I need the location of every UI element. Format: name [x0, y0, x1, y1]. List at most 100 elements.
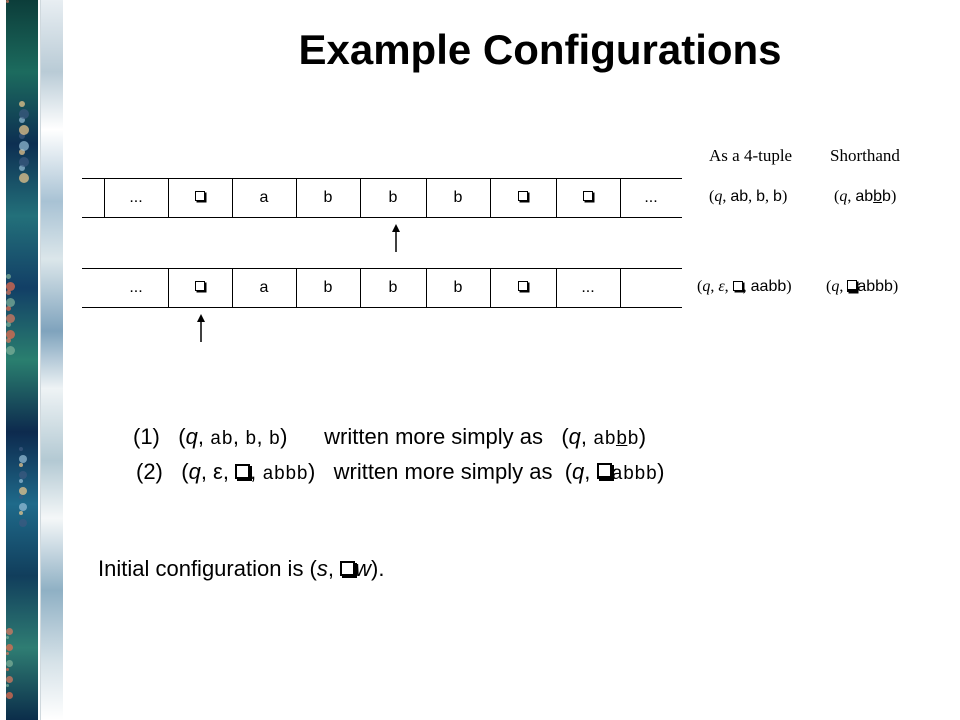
decorative-dot	[6, 668, 9, 671]
decorative-dot	[6, 298, 15, 307]
blank-symbol-icon	[518, 191, 528, 202]
row1-shorthand: (q, abbb)	[834, 188, 897, 205]
tape-bottom-border	[82, 217, 682, 218]
decorative-dot	[19, 109, 29, 119]
decorative-dot	[6, 314, 15, 323]
decorative-dot	[19, 133, 25, 139]
decorative-dot	[6, 644, 13, 651]
table-header-shorthand: Shorthand	[830, 146, 900, 165]
decorative-dot	[19, 519, 27, 527]
head-arrow-2	[197, 314, 205, 342]
tape-cell-divider	[620, 178, 621, 218]
tape-cell-divider	[232, 178, 233, 218]
blank-symbol-icon	[340, 560, 356, 576]
decorative-dot	[19, 141, 29, 151]
decorative-dot	[6, 290, 11, 295]
tape-cell-divider	[232, 268, 233, 308]
decorative-dot	[19, 157, 29, 167]
decorative-dot	[6, 636, 9, 639]
tape-cell-divider	[490, 178, 491, 218]
decorative-dot	[19, 479, 23, 483]
decorative-left-strip	[6, 0, 38, 720]
tape-top-border	[82, 268, 682, 269]
row1-tuple: (q, ab, b, b)	[709, 188, 788, 205]
tape-cell	[556, 178, 620, 218]
config-line-1: (1) (q, ab, b, b) written more simply as…	[133, 424, 647, 450]
decorative-dot	[19, 487, 27, 495]
table-header-tuple: As a 4-tuple	[709, 146, 793, 165]
decorative-dot	[19, 117, 25, 123]
decorative-dot	[19, 495, 23, 499]
slide-title: Example Configurations	[298, 26, 782, 73]
initial-configuration: Initial configuration is (s, w).	[98, 556, 385, 581]
tape-cell-divider	[360, 268, 361, 308]
tape-cell	[490, 268, 556, 308]
tape-cell-divider	[104, 178, 105, 218]
tape-cell	[168, 268, 232, 308]
blank-symbol-icon	[732, 280, 743, 291]
tape-cell-divider	[426, 178, 427, 218]
decorative-right-strip	[40, 0, 63, 720]
config-line-2: (2) (q, ε, , abbb) written more simply a…	[136, 459, 665, 485]
state-symbol: q	[714, 188, 723, 205]
blank-symbol-icon	[195, 191, 205, 202]
tape-cell	[490, 178, 556, 218]
tape-cell-divider	[168, 178, 169, 218]
decorative-dot	[6, 338, 11, 343]
tape-cell: ...	[129, 279, 143, 296]
decorative-dot	[19, 447, 23, 451]
decorative-dot	[6, 322, 11, 327]
decorative-dot	[6, 282, 15, 291]
head-arrow-1	[392, 224, 400, 252]
tape-cell: b	[323, 279, 333, 296]
tape-cell: b	[453, 189, 463, 206]
decorative-dot	[6, 652, 9, 655]
decorative-dot	[6, 346, 15, 355]
tape-cell-divider	[556, 268, 557, 308]
tape-cell: a	[259, 189, 269, 206]
blank-symbol-icon	[195, 281, 205, 292]
tape-cell: ...	[644, 189, 658, 206]
tape-cell-divider	[168, 268, 169, 308]
tape-diagram-1: ... a b b b...	[82, 178, 682, 218]
tape-cell-divider	[426, 268, 427, 308]
blank-symbol-icon	[235, 463, 251, 479]
decorative-dot	[19, 511, 23, 515]
decorative-dot	[6, 660, 13, 667]
decorative-dot	[19, 165, 25, 171]
decorative-dot	[6, 684, 9, 687]
decorative-dot	[6, 676, 13, 683]
blank-symbol-icon	[596, 463, 612, 480]
decorative-dot	[19, 101, 25, 107]
decorative-dot	[6, 628, 13, 635]
decorative-dot	[19, 471, 27, 479]
tape-cell-divider	[296, 268, 297, 308]
tape-bottom-border	[82, 307, 682, 308]
decorative-dot	[6, 692, 13, 699]
blank-symbol-icon	[583, 191, 593, 202]
decorative-dot	[19, 455, 27, 463]
decorative-dot	[19, 503, 27, 511]
tape-cell	[620, 268, 682, 308]
decorative-dot	[6, 274, 11, 279]
tape-cell-divider	[296, 178, 297, 218]
tape-cell-divider	[360, 178, 361, 218]
tape-cell-divider	[490, 268, 491, 308]
decorative-dot	[6, 306, 11, 311]
tape-top-border	[82, 178, 682, 179]
row2-tuple: (q, ε, , aabb)	[697, 278, 792, 295]
decorative-dot	[19, 463, 23, 467]
tape-cell	[168, 178, 232, 218]
decorative-dot	[19, 125, 29, 135]
decorative-dot	[6, 330, 15, 339]
tape-cell: ...	[129, 189, 143, 206]
tape-cell: b	[323, 189, 333, 206]
tape-cell: b	[453, 279, 463, 296]
blank-symbol-icon	[847, 279, 858, 292]
tape-cell: b	[388, 189, 398, 206]
tape-cell: a	[259, 279, 269, 296]
blank-symbol-icon	[518, 281, 528, 292]
decorative-dot	[19, 173, 29, 183]
tape-cell-divider	[556, 178, 557, 218]
